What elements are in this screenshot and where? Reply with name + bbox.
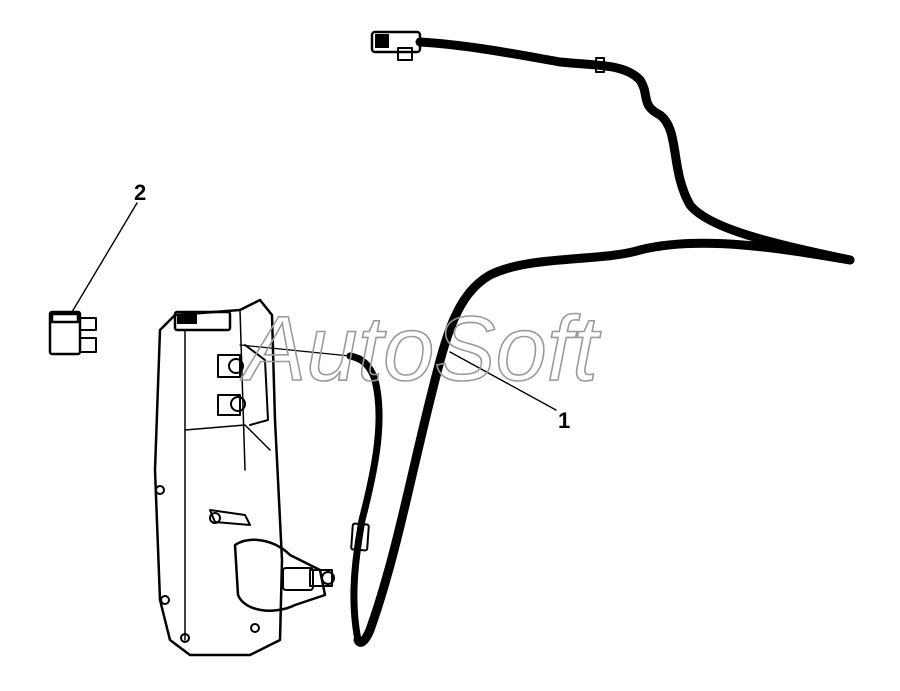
wire-harness	[346, 30, 855, 647]
leader-line-1	[449, 351, 557, 411]
callout-1: 1	[558, 408, 570, 433]
terminal-studs	[217, 344, 269, 426]
leader-line-2	[71, 202, 138, 313]
solenoid	[209, 509, 335, 612]
fuse-box-assembly	[153, 298, 351, 657]
harness-connector	[370, 30, 422, 61]
callout-2: 2	[134, 180, 146, 205]
blade-fuse	[48, 310, 97, 356]
watermark: AutoSoft	[240, 298, 601, 400]
